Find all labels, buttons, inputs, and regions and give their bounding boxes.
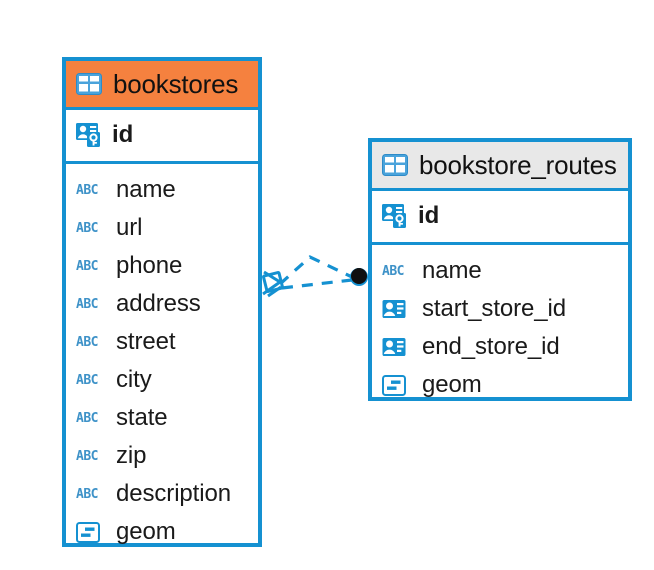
field-row[interactable]: geom: [382, 366, 628, 404]
relationship-line-lower: [281, 278, 353, 290]
primary-key-row[interactable]: id: [66, 110, 258, 164]
field-label: end_store_id: [422, 333, 560, 360]
field-label: city: [116, 366, 152, 393]
field-row[interactable]: start_store_id: [382, 290, 628, 328]
field-list: ABC name ABC url ABC phone ABC address A…: [66, 164, 258, 560]
field-label: state: [116, 404, 168, 431]
field-label: description: [116, 480, 231, 507]
geometry-icon: [382, 374, 412, 396]
field-list: ABC name start_store_id: [372, 245, 628, 413]
abc-text-icon: ABC: [76, 486, 98, 502]
entity-bookstore-routes[interactable]: bookstore_routes id: [368, 138, 632, 401]
abc-text-icon: ABC: [76, 182, 98, 198]
field-row[interactable]: ABC name: [382, 252, 628, 290]
field-label: geom: [116, 518, 176, 545]
abc-text-icon: ABC: [76, 372, 98, 388]
abc-text-icon: ABC: [76, 410, 98, 426]
field-row[interactable]: ABC description: [76, 475, 258, 513]
table-icon: [382, 154, 408, 176]
entity-bookstores[interactable]: bookstores id ABC: [62, 57, 262, 547]
abc-text-icon: ABC: [76, 296, 98, 312]
abc-text-icon: ABC: [382, 263, 404, 279]
abc-text-icon: ABC: [76, 220, 98, 236]
field-row[interactable]: ABC name: [76, 171, 258, 209]
table-icon: [76, 73, 102, 95]
field-row[interactable]: ABC zip: [76, 437, 258, 475]
field-label: phone: [116, 252, 183, 279]
entity-header-bookstore-routes[interactable]: bookstore_routes: [372, 142, 628, 191]
field-label: name: [116, 176, 176, 203]
foreign-key-icon: [382, 337, 412, 357]
field-row[interactable]: ABC address: [76, 285, 258, 323]
entity-header-bookstores[interactable]: bookstores: [66, 61, 258, 110]
relationship-line-upper: [278, 255, 353, 286]
primary-key-row[interactable]: id: [372, 191, 628, 245]
foreign-key-icon: [382, 299, 412, 319]
field-label: geom: [422, 371, 482, 398]
field-label: address: [116, 290, 201, 317]
entity-title: bookstore_routes: [419, 149, 617, 180]
field-row[interactable]: ABC state: [76, 399, 258, 437]
field-row[interactable]: geom: [76, 513, 258, 551]
field-label: zip: [116, 442, 147, 469]
field-row[interactable]: ABC url: [76, 209, 258, 247]
field-label: start_store_id: [422, 295, 567, 322]
field-row[interactable]: ABC street: [76, 323, 258, 361]
abc-text-icon: ABC: [76, 448, 98, 464]
field-row[interactable]: end_store_id: [382, 328, 628, 366]
primary-key-icon: [382, 203, 410, 229]
crows-foot-marker: [262, 270, 284, 298]
primary-key-label: id: [112, 121, 134, 148]
primary-key-icon: [76, 122, 104, 148]
abc-text-icon: ABC: [76, 334, 98, 350]
field-label: name: [422, 257, 482, 284]
geometry-icon: [76, 521, 106, 543]
entity-title: bookstores: [113, 68, 239, 99]
filled-circle-marker: [350, 268, 368, 286]
abc-text-icon: ABC: [76, 258, 98, 274]
primary-key-label: id: [418, 202, 440, 229]
field-row[interactable]: ABC phone: [76, 247, 258, 285]
field-label: url: [116, 214, 143, 241]
field-label: street: [116, 328, 176, 355]
field-row[interactable]: ABC city: [76, 361, 258, 399]
